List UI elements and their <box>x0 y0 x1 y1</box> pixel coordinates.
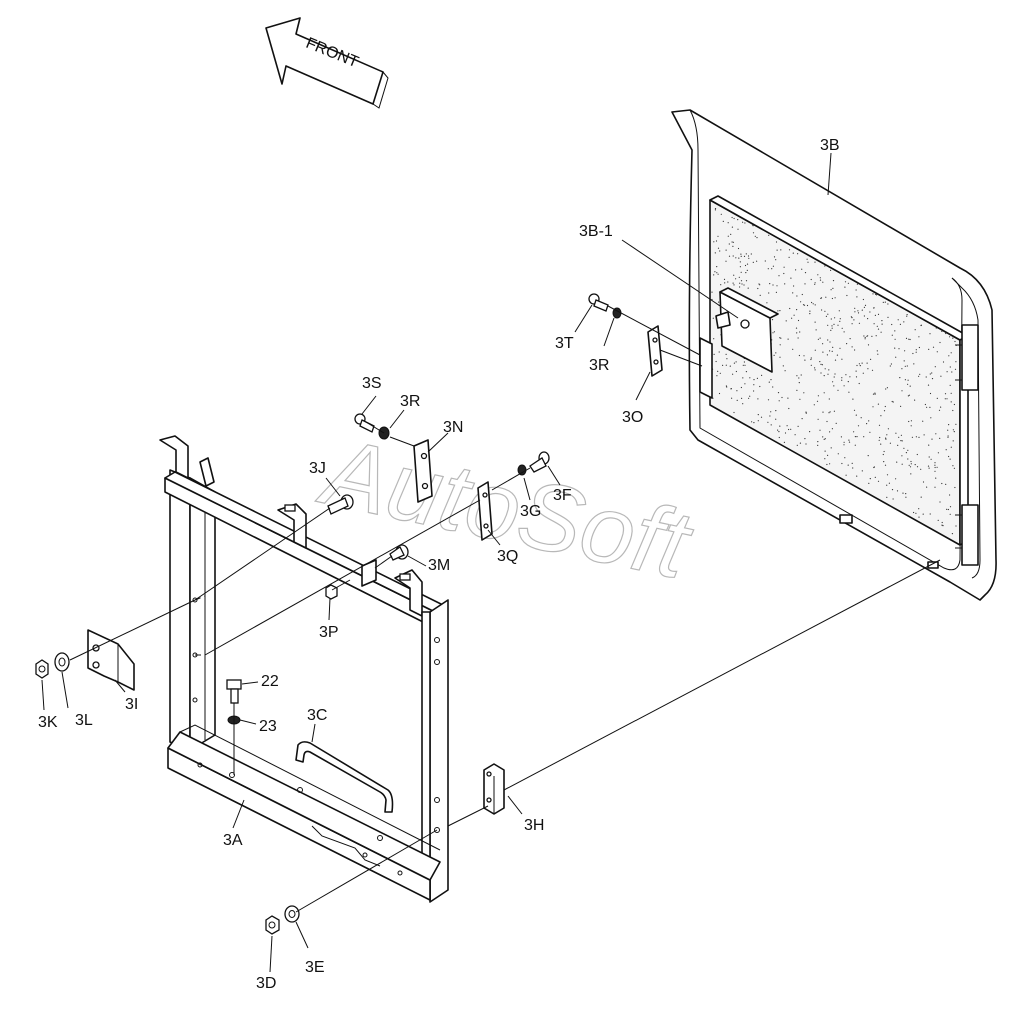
label-23: 23 <box>259 718 277 735</box>
label-3t: 3T <box>555 335 574 352</box>
frame-3a <box>159 435 449 903</box>
label-3b-1: 3B-1 <box>579 223 613 240</box>
washer-3e <box>284 905 300 923</box>
plate-3n <box>413 439 433 503</box>
bolt-3j <box>327 494 354 515</box>
label-3j: 3J <box>309 460 326 477</box>
front-arrow: FRONT <box>265 17 389 109</box>
bolt-22 <box>226 679 242 704</box>
label-3g: 3G <box>520 503 541 520</box>
label-3c: 3C <box>307 707 327 724</box>
label-3b: 3B <box>820 137 840 154</box>
bolt-3m <box>361 544 409 587</box>
washer-3l <box>54 652 70 672</box>
bracket-3i <box>87 629 135 691</box>
nut-3d <box>265 915 280 935</box>
label-3a: 3A <box>223 832 243 849</box>
door-panel-3b <box>671 109 997 601</box>
label-3h: 3H <box>524 817 544 834</box>
label-3p: 3P <box>319 624 339 641</box>
nut-3k <box>35 659 49 679</box>
label-3i: 3I <box>125 696 138 713</box>
label-3o: 3O <box>622 409 643 426</box>
label-3e: 3E <box>305 959 325 976</box>
label-3r-right: 3R <box>589 357 609 374</box>
label-3k: 3K <box>38 714 58 731</box>
label-3r-left: 3R <box>400 393 420 410</box>
block-3h <box>483 763 505 815</box>
washer-3g <box>517 464 527 476</box>
insulation-texture <box>711 208 958 535</box>
label-3l: 3L <box>75 712 93 729</box>
label-3m: 3M <box>428 557 450 574</box>
part-labels: 3B 3B-1 3T 3R 3O 3S 3R 3N 3J 3G 3F 3Q 3M… <box>38 137 840 992</box>
label-3s: 3S <box>362 375 382 392</box>
screw-3f <box>529 451 550 473</box>
screw-3t <box>588 293 609 312</box>
label-3d: 3D <box>256 975 276 992</box>
label-3q: 3Q <box>497 548 518 565</box>
label-3f: 3F <box>553 487 572 504</box>
plate-3o <box>647 325 663 377</box>
label-leaders <box>41 152 832 973</box>
plate-3q <box>477 481 493 541</box>
assembly-lines <box>69 305 941 913</box>
label-3n: 3N <box>443 419 463 436</box>
label-22: 22 <box>261 673 279 690</box>
nut-3p <box>325 584 338 600</box>
